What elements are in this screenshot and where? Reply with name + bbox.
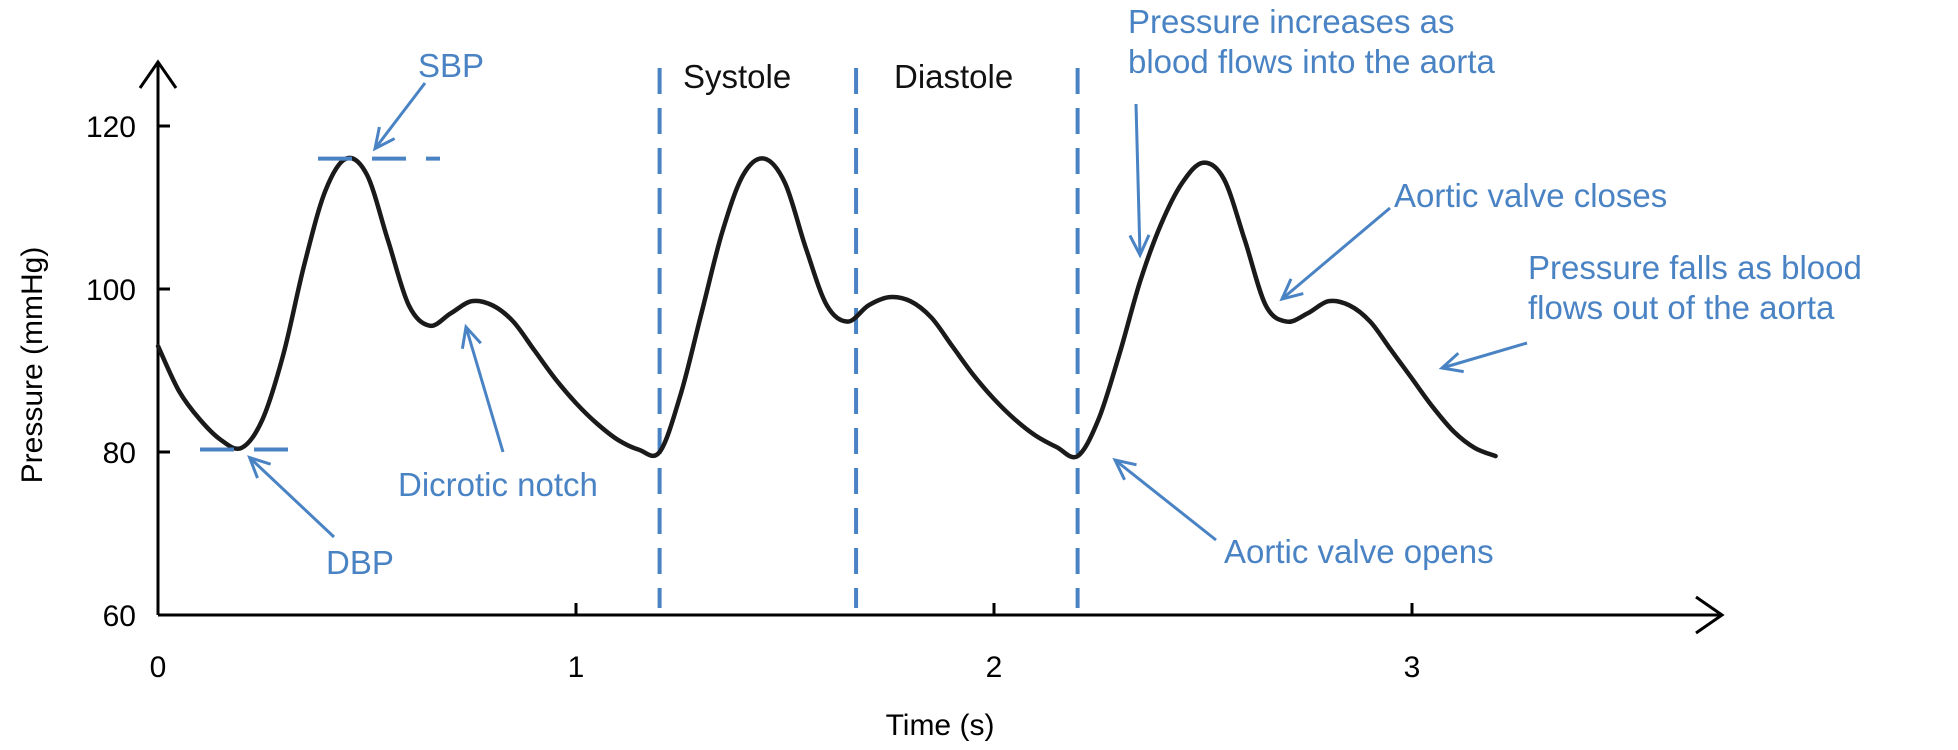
annotation-text-line: flows out of the aorta <box>1528 289 1835 326</box>
x-tick-label: 3 <box>1404 651 1421 684</box>
y-axis-title: Pressure (mmHg) <box>16 247 49 484</box>
x-tick-label: 0 <box>150 651 167 684</box>
annotation-arrowhead <box>1279 278 1304 302</box>
diastole-label: Diastole <box>894 58 1013 95</box>
y-tick-label: 80 <box>103 437 136 470</box>
dbp-arrow <box>248 456 336 539</box>
annotation-text-line: Pressure falls as blood <box>1528 249 1862 286</box>
annotation-arrow <box>1441 341 1528 370</box>
y-tick-label: 60 <box>103 600 136 633</box>
annotation-arrowhead <box>460 323 482 349</box>
x-axis-title: Time (s) <box>886 709 995 742</box>
pressure-markers: SBP DBP <box>200 47 484 581</box>
phase-dividers <box>657 68 1080 608</box>
systole-label: Systole <box>683 58 791 95</box>
x-tick-label: 2 <box>986 651 1003 684</box>
annotation-arrow <box>1114 458 1217 542</box>
dbp-label: DBP <box>326 544 394 581</box>
annotation-arrow <box>1281 206 1391 301</box>
sbp-arrow <box>373 82 427 150</box>
x-tick-label: 1 <box>568 651 585 684</box>
annotation-text-line: blood flows into the aorta <box>1128 43 1496 80</box>
annotation-arrowhead <box>1438 352 1464 374</box>
x-axis-arrowhead <box>1695 595 1725 635</box>
sbp-arrowhead <box>372 126 396 152</box>
axis-ticks: 0 1 2 3 60 80 100 120 <box>86 111 1420 684</box>
annotation-arrowhead <box>1128 234 1151 259</box>
annotation-text: Aortic valve opens <box>1224 533 1494 570</box>
annotation-opens: Aortic valve opens <box>1112 457 1494 570</box>
annotation-dicrotic: Dicrotic notch <box>398 323 598 503</box>
annotation-text-line: Dicrotic notch <box>398 466 598 503</box>
y-tick-label: 100 <box>86 274 136 307</box>
pressure-waveform <box>155 155 1498 460</box>
annotation-text: Aortic valve closes <box>1394 177 1667 214</box>
annotation-arrow <box>464 326 505 453</box>
y-axis-arrowhead <box>138 59 178 89</box>
annotation-text-line: Aortic valve closes <box>1394 177 1667 214</box>
annotation-text-line: Aortic valve opens <box>1224 533 1494 570</box>
dbp-arrowhead <box>247 455 272 479</box>
annotation-arrowhead <box>1112 457 1137 481</box>
y-tick-label: 120 <box>86 111 136 144</box>
annotation-text: Dicrotic notch <box>398 466 598 503</box>
annotation-text-line: Pressure increases as <box>1128 3 1454 40</box>
annotation-closes: Aortic valve closes <box>1279 177 1667 302</box>
annotation-arrow <box>1134 103 1142 256</box>
sbp-label: SBP <box>418 47 484 84</box>
